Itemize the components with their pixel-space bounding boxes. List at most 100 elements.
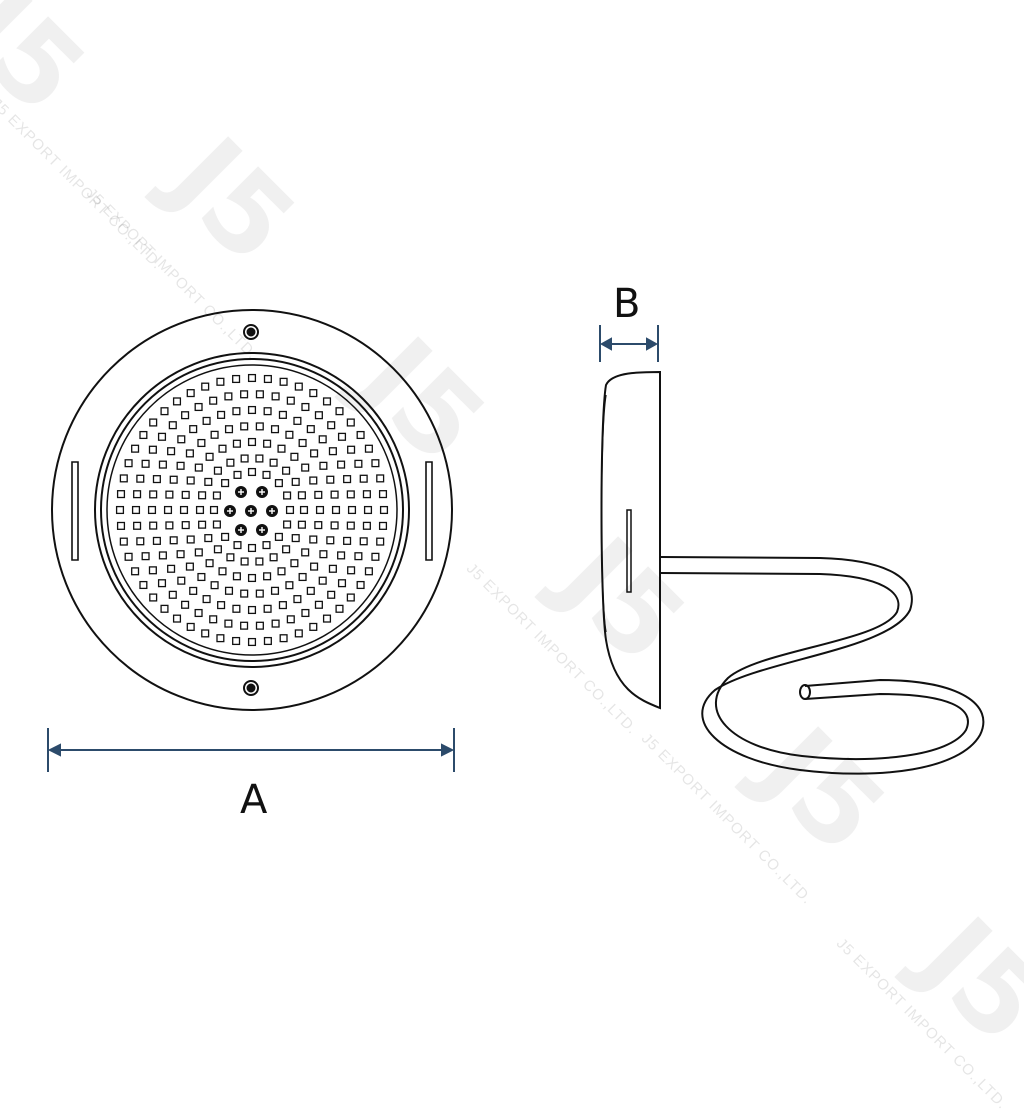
led-square [212, 491, 221, 500]
led-square [213, 545, 222, 554]
led-square [172, 397, 182, 406]
led-square [194, 402, 203, 412]
led-square [247, 573, 257, 583]
led-square [216, 377, 225, 386]
led-square [271, 619, 280, 628]
led-square [343, 475, 352, 484]
led-square [202, 416, 211, 425]
side-lens [600, 394, 607, 633]
led-square [224, 392, 233, 401]
led-square [232, 604, 241, 613]
led-square [337, 551, 346, 560]
led-square [290, 452, 299, 461]
led-square [294, 382, 303, 391]
led-square [224, 425, 234, 434]
led-square [136, 474, 145, 483]
center-led-cluster [224, 486, 278, 536]
led-square [147, 505, 157, 515]
led-square [189, 586, 198, 595]
led-square [263, 439, 272, 448]
led-square [209, 505, 219, 515]
led-square [269, 458, 278, 467]
led-square [262, 470, 271, 479]
led-square [335, 604, 344, 613]
led-square [269, 553, 278, 562]
led-square [263, 407, 272, 416]
center-led [256, 486, 268, 498]
led-square [240, 621, 249, 630]
led-square [378, 490, 388, 499]
led-square [327, 421, 336, 430]
led-square [285, 505, 295, 515]
led-square [124, 459, 133, 468]
led-square [263, 374, 272, 384]
led-square [202, 595, 211, 604]
side-slot [626, 509, 632, 593]
led-square [149, 521, 158, 530]
led-square [240, 422, 249, 431]
led-square [309, 476, 318, 485]
led-square [314, 490, 323, 499]
led-square [363, 505, 373, 515]
drawing-canvas [47, 309, 985, 775]
led-square [176, 461, 185, 470]
right-slot [425, 461, 433, 561]
led-square [376, 537, 385, 546]
led-square [115, 505, 125, 515]
led-square [216, 634, 225, 643]
led-square [185, 562, 194, 571]
led-square [210, 430, 219, 439]
led-square [149, 418, 158, 427]
led-square [157, 579, 167, 588]
led-square [186, 476, 195, 485]
led-square [226, 553, 235, 562]
led-square [277, 444, 286, 453]
led-square [347, 566, 356, 575]
center-led [245, 505, 257, 517]
led-square [319, 550, 328, 559]
led-square [286, 396, 295, 405]
led-square [148, 566, 157, 575]
led-square [197, 572, 206, 582]
led-square [168, 421, 177, 430]
led-square [343, 536, 352, 545]
dimension-a-label: A [240, 777, 268, 823]
led-square [376, 474, 385, 483]
led-square [347, 445, 356, 454]
led-square [362, 521, 371, 530]
led-square [213, 466, 222, 475]
front-bezel-outer [94, 352, 410, 668]
led-square [286, 615, 295, 624]
led-square [217, 410, 226, 419]
led-square [218, 444, 227, 453]
led-square [306, 586, 315, 595]
led-square [141, 459, 150, 468]
led-square [133, 521, 142, 530]
led-square [337, 579, 347, 588]
led-square [179, 505, 189, 515]
front-view [51, 309, 453, 711]
led-square [224, 619, 233, 628]
led-square [195, 505, 205, 515]
led-square [301, 548, 310, 557]
led-square [359, 474, 368, 483]
led-square [247, 605, 257, 615]
led-square [328, 564, 337, 573]
led-square [186, 535, 195, 544]
led-square [185, 449, 194, 458]
led-square [293, 595, 302, 604]
led-square [119, 474, 128, 483]
led-square [271, 392, 280, 401]
led-square [297, 491, 306, 500]
led-square [299, 505, 309, 515]
led-square [148, 445, 157, 454]
led-square [247, 437, 257, 447]
led-square [165, 490, 174, 499]
led-square [314, 521, 323, 530]
led-square [141, 552, 150, 561]
led-square [131, 444, 140, 453]
led-square [263, 636, 272, 646]
cable-end [799, 684, 811, 700]
led-square [221, 532, 230, 541]
led-square [177, 435, 186, 444]
